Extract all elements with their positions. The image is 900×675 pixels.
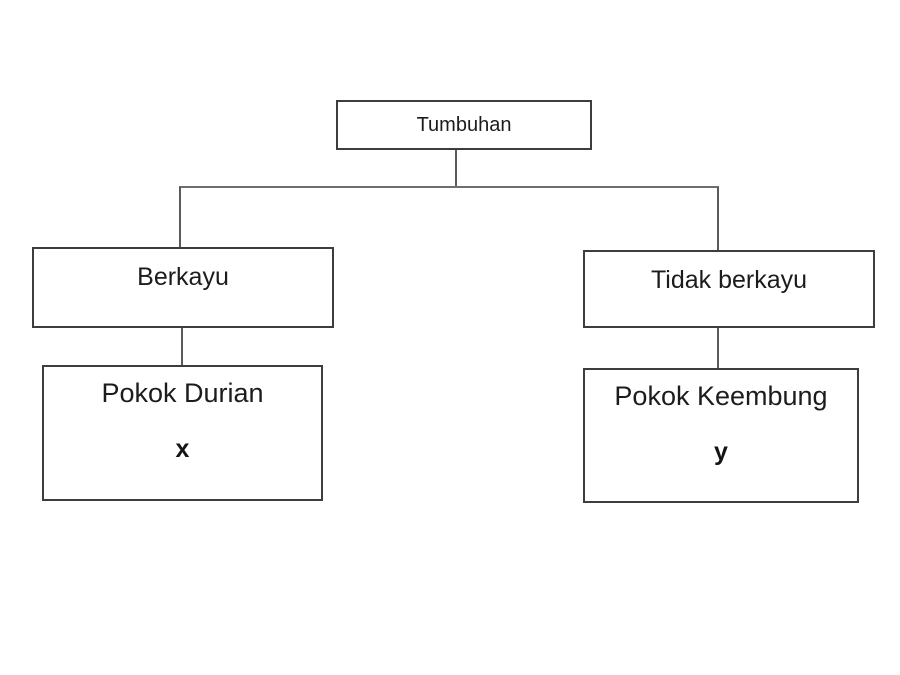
- connector-left-branch: [179, 187, 181, 247]
- node-tidak-berkayu-label: Tidak berkayu: [650, 266, 808, 294]
- node-tumbuhan: Tumbuhan: [336, 100, 592, 150]
- connector-left-child-branch: [181, 328, 183, 365]
- connector-horizontal-bar: [179, 186, 719, 188]
- node-pokok-keembung-sublabel: y: [714, 438, 728, 466]
- connector-right-branch: [717, 187, 719, 250]
- node-tumbuhan-label: Tumbuhan: [416, 114, 512, 136]
- connector-root-drop: [455, 150, 457, 188]
- node-tidak-berkayu: Tidak berkayu: [583, 250, 875, 328]
- connector-right-child-branch: [717, 328, 719, 368]
- node-pokok-durian-label: Pokok Durian: [101, 378, 264, 408]
- node-berkayu: Berkayu: [32, 247, 334, 328]
- node-pokok-keembung: Pokok Keembung y: [583, 368, 859, 503]
- node-pokok-durian: Pokok Durian x: [42, 365, 323, 501]
- node-pokok-keembung-label: Pokok Keembung: [614, 381, 828, 411]
- node-berkayu-label: Berkayu: [137, 263, 229, 291]
- node-pokok-durian-sublabel: x: [175, 435, 190, 463]
